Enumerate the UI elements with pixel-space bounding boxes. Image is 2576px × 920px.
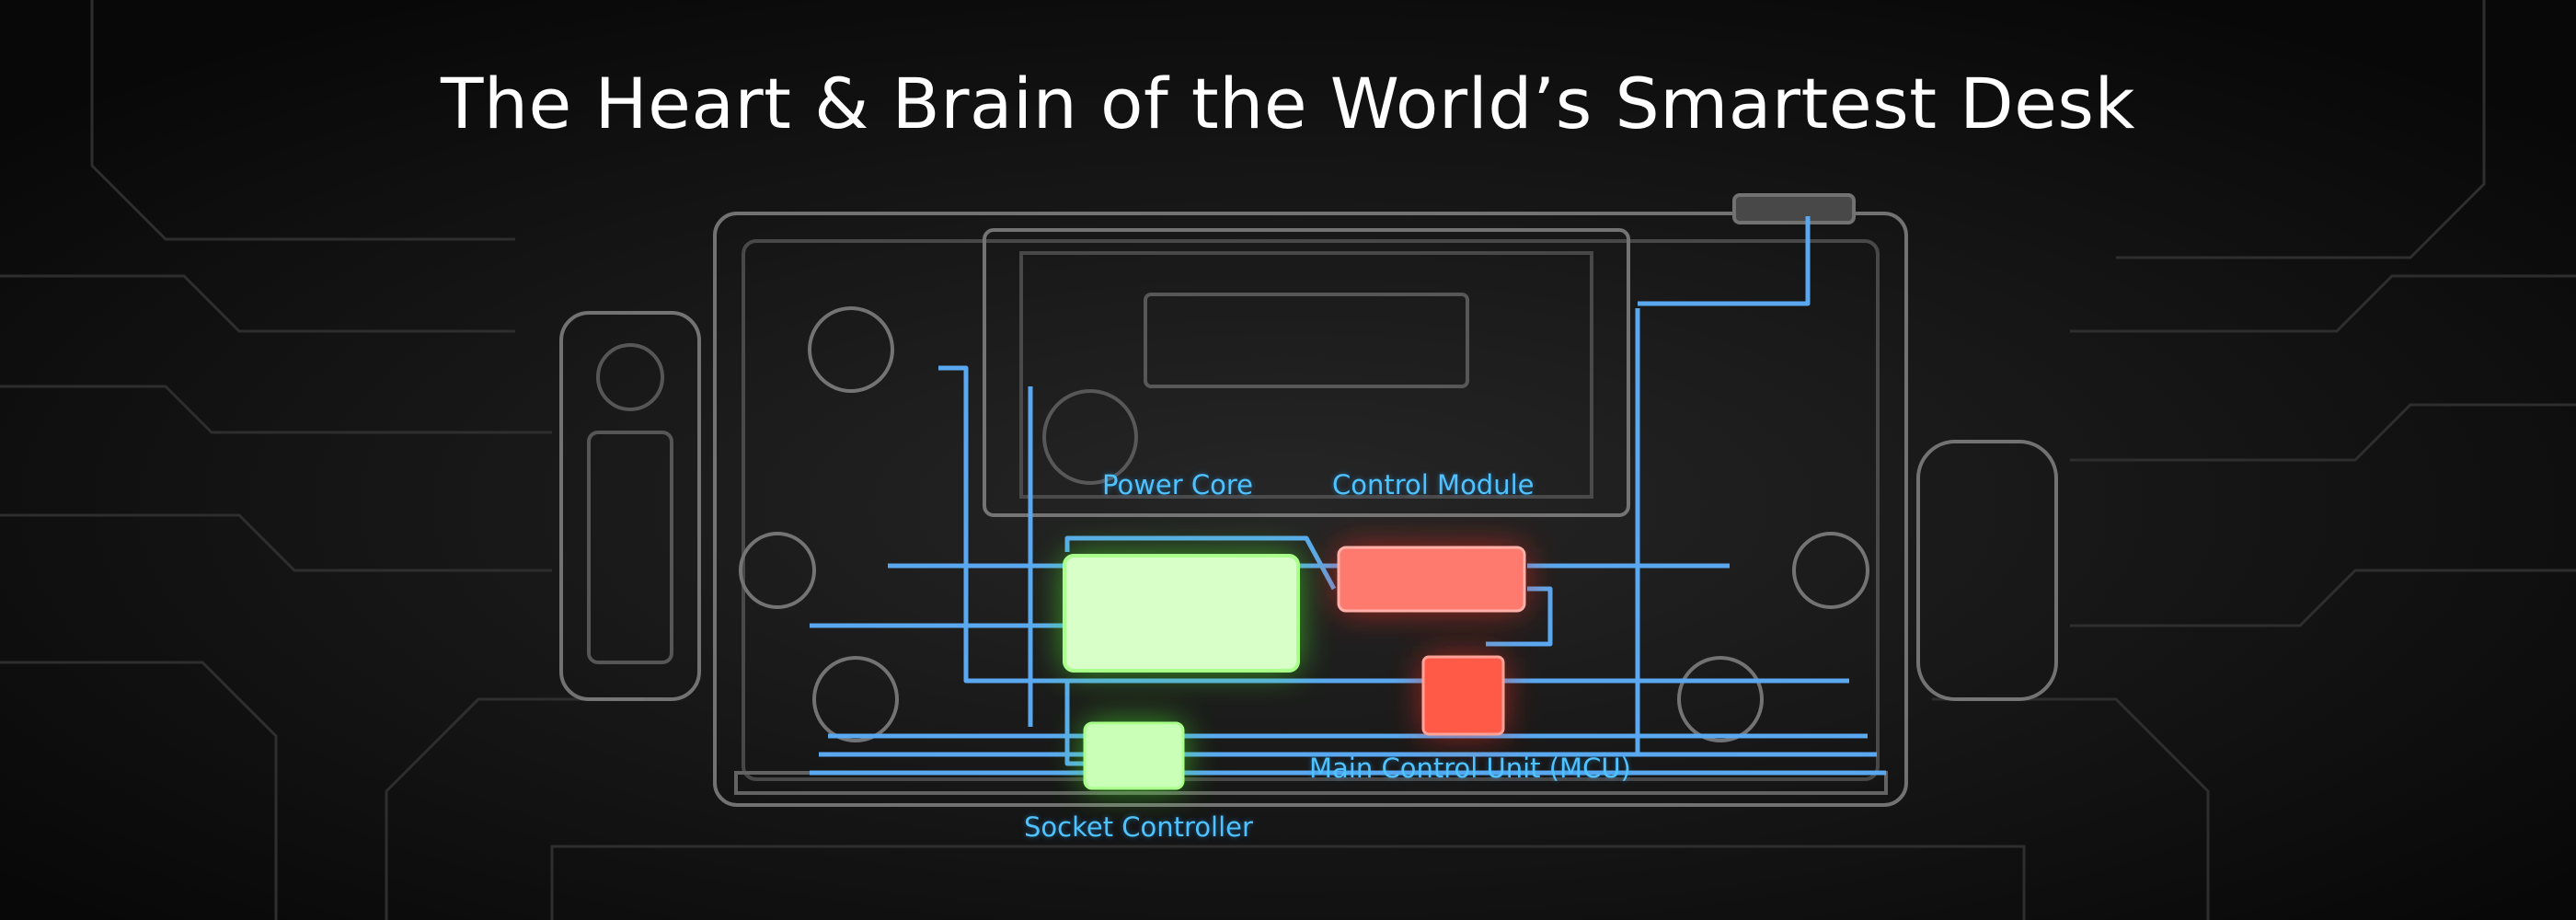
page-title: The Heart & Brain of the World’s Smartes… [440,63,2136,144]
mcu-module [1421,655,1505,736]
label-control-module: Control Module [1332,469,1535,500]
wiring-harness [810,216,1886,776]
label-main-control-unit: Main Control Unit (MCU) [1309,753,1631,784]
power-core-module [1063,554,1300,673]
socket-controller-module [1083,721,1185,790]
control-module [1337,546,1526,613]
label-socket-controller: Socket Controller [1024,811,1253,843]
label-power-core: Power Core [1102,469,1254,500]
